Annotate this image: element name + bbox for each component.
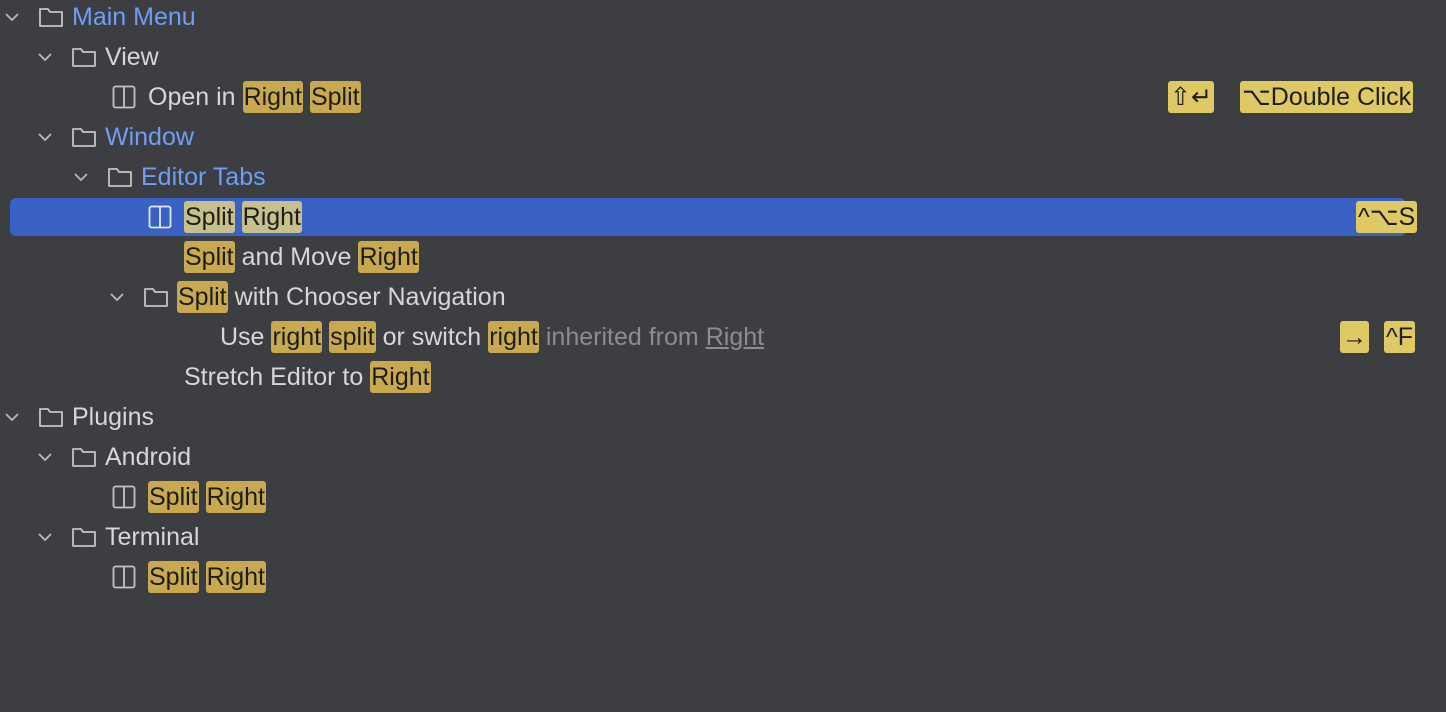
- shortcut-badge: →: [1340, 321, 1369, 353]
- node-label: Window: [105, 122, 194, 151]
- chevron-down-icon[interactable]: [33, 445, 57, 469]
- match-highlight: Right: [205, 481, 267, 513]
- chevron-down-icon[interactable]: [105, 285, 129, 309]
- folder-icon: [69, 523, 99, 551]
- folder-icon: [69, 43, 99, 71]
- node-label: Terminal: [105, 522, 200, 551]
- match-highlight: split: [329, 321, 376, 353]
- tree-node-editor-tabs[interactable]: Editor Tabs: [0, 157, 1446, 197]
- node-label: Plugins: [72, 402, 154, 431]
- chevron-down-icon[interactable]: [33, 125, 57, 149]
- split-vertical-icon: [146, 203, 174, 231]
- tree-node-view[interactable]: View: [0, 37, 1446, 77]
- match-highlight: Split: [177, 281, 228, 313]
- text-and-move: and Move: [241, 242, 352, 271]
- text-or-switch: or switch: [382, 322, 482, 351]
- match-highlight: Split: [148, 561, 199, 593]
- tree-node-window[interactable]: Window: [0, 117, 1446, 157]
- match-highlight: Right: [242, 81, 303, 113]
- text-with-chooser: with Chooser Navigation: [234, 282, 506, 311]
- shortcut-badge: ^⌥S: [1356, 201, 1418, 233]
- chevron-down-icon[interactable]: [69, 165, 93, 189]
- match-highlight: Split: [184, 241, 235, 273]
- chevron-down-icon[interactable]: [33, 45, 57, 69]
- tree-node-android[interactable]: Android: [0, 437, 1446, 477]
- tree-node-main-menu[interactable]: Main Menu: [0, 0, 1446, 37]
- text-use: Use: [220, 322, 265, 351]
- match-highlight: Right: [370, 361, 431, 393]
- split-vertical-icon: [110, 83, 138, 111]
- inherited-from-link[interactable]: Right: [705, 322, 765, 351]
- chevron-down-icon[interactable]: [0, 5, 24, 29]
- match-highlight: Split: [309, 81, 361, 113]
- folder-icon: [69, 123, 99, 151]
- node-label: View: [105, 42, 159, 71]
- match-highlight: Split: [148, 481, 199, 513]
- node-label: Editor Tabs: [141, 162, 266, 191]
- node-label: Main Menu: [72, 2, 196, 31]
- tree-node-plugins[interactable]: Plugins: [0, 397, 1446, 437]
- split-vertical-icon: [110, 483, 138, 511]
- text-open-in: Open in: [148, 82, 236, 111]
- folder-icon: [36, 3, 66, 31]
- shortcut-badge: ⇧↵: [1168, 81, 1214, 113]
- folder-icon: [69, 443, 99, 471]
- inherited-from-text: inherited from: [545, 322, 699, 351]
- match-highlight: Split: [184, 201, 235, 233]
- folder-icon: [105, 163, 135, 191]
- folder-icon: [36, 403, 66, 431]
- chevron-down-icon[interactable]: [0, 405, 24, 429]
- match-highlight: right: [488, 321, 539, 353]
- shortcut-badge: ^F: [1384, 321, 1416, 353]
- shortcut-badge: ⌥Double Click: [1240, 81, 1414, 113]
- chevron-down-icon[interactable]: [33, 525, 57, 549]
- match-highlight: Right: [205, 561, 267, 593]
- node-label: Android: [105, 442, 192, 471]
- folder-icon: [141, 283, 171, 311]
- match-highlight: right: [271, 321, 323, 353]
- match-highlight: Right: [241, 201, 303, 233]
- text-stretch-editor-to: Stretch Editor to: [184, 362, 364, 391]
- tree-node-terminal[interactable]: Terminal: [0, 517, 1446, 557]
- match-highlight: Right: [358, 241, 419, 273]
- split-vertical-icon: [110, 563, 138, 591]
